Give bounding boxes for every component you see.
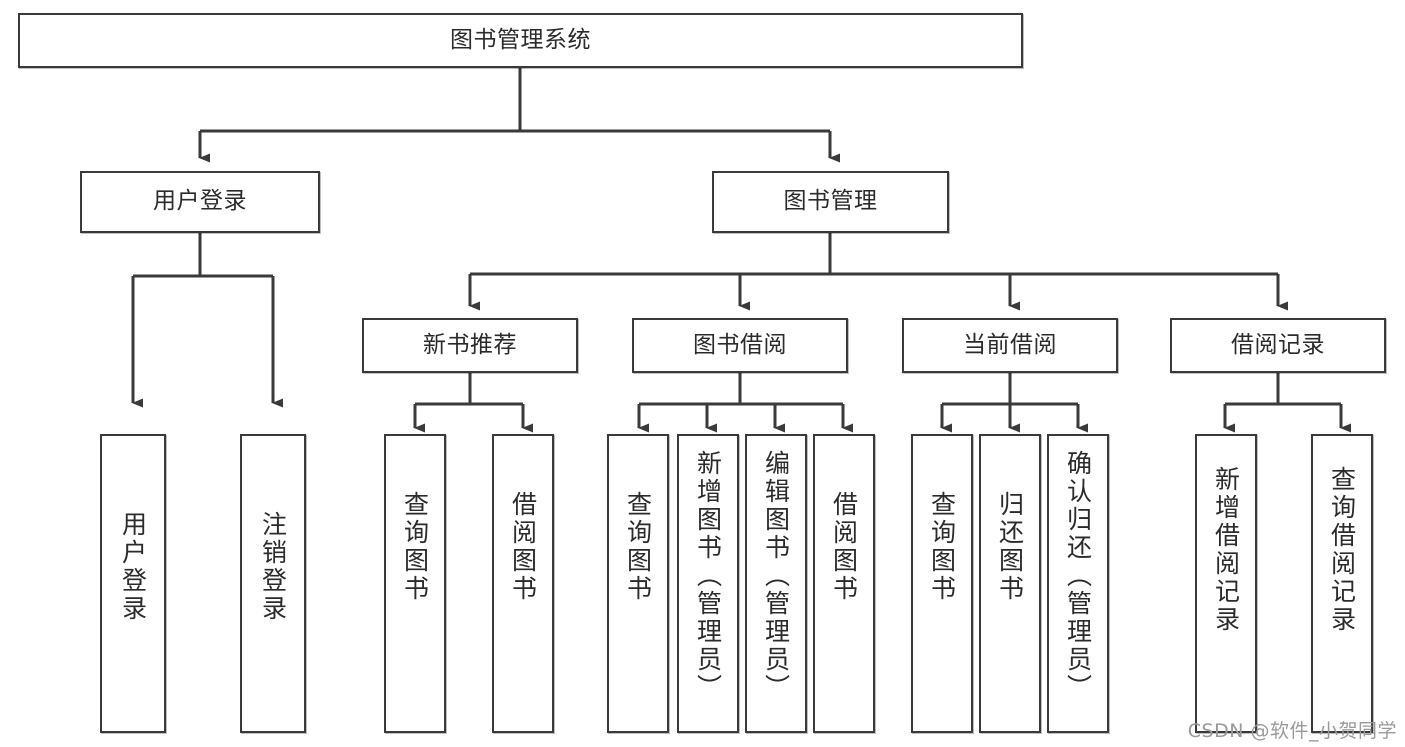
node-label: 图书管理 <box>783 188 878 215</box>
node-label: 借阅记录 <box>1231 331 1325 358</box>
node-label: 用户登录 <box>153 188 247 215</box>
leaf-user-login-login[interactable]: 用户登录 <box>100 434 166 733</box>
node-label: 查询借阅记录 <box>1327 466 1357 634</box>
node-book-management[interactable]: 图书管理 <box>712 171 949 233</box>
node-user-login[interactable]: 用户登录 <box>80 171 320 233</box>
node-label: 借阅图书 <box>829 491 859 603</box>
node-label: 新增借阅记录 <box>1211 466 1241 634</box>
node-label: 用户登录 <box>118 511 148 623</box>
leaf-book-borrow-borrow[interactable]: 借阅图书 <box>813 434 875 733</box>
node-label: 确认归还（管理员） <box>1063 450 1093 702</box>
node-label: 编辑图书（管理员） <box>761 450 791 702</box>
leaf-current-borrow-confirm[interactable]: 确认归还（管理员） <box>1047 434 1109 733</box>
node-root-system[interactable]: 图书管理系统 <box>18 13 1023 68</box>
node-label: 查询图书 <box>623 491 653 603</box>
leaf-new-book-borrow[interactable]: 借阅图书 <box>492 434 554 733</box>
node-current-borrow[interactable]: 当前借阅 <box>902 318 1118 373</box>
csdn-watermark: CSDN @软件_小贺同学 <box>1187 720 1397 742</box>
leaf-borrow-record-add[interactable]: 新增借阅记录 <box>1195 434 1257 733</box>
node-label: 图书借阅 <box>693 331 787 358</box>
node-label: 查询图书 <box>400 491 430 603</box>
node-label: 新书推荐 <box>423 331 517 358</box>
leaf-book-borrow-query[interactable]: 查询图书 <box>607 434 669 733</box>
node-label: 借阅图书 <box>508 491 538 603</box>
node-label: 当前借阅 <box>963 331 1057 358</box>
node-new-book-recommend[interactable]: 新书推荐 <box>362 318 578 373</box>
leaf-book-borrow-edit[interactable]: 编辑图书（管理员） <box>745 434 807 733</box>
node-label: 注销登录 <box>258 511 288 623</box>
leaf-current-borrow-return[interactable]: 归还图书 <box>979 434 1041 733</box>
node-book-borrow[interactable]: 图书借阅 <box>632 318 848 373</box>
node-borrow-record[interactable]: 借阅记录 <box>1170 318 1386 373</box>
node-label: 图书管理系统 <box>450 26 591 53</box>
leaf-current-borrow-query[interactable]: 查询图书 <box>911 434 973 733</box>
node-label: 归还图书 <box>995 491 1025 603</box>
leaf-borrow-record-query[interactable]: 查询借阅记录 <box>1311 434 1373 733</box>
leaf-new-book-query[interactable]: 查询图书 <box>384 434 446 733</box>
node-label: 新增图书（管理员） <box>693 450 723 702</box>
leaf-book-borrow-add[interactable]: 新增图书（管理员） <box>677 434 739 733</box>
leaf-user-login-logout[interactable]: 注销登录 <box>240 434 306 733</box>
node-label: 查询图书 <box>927 491 957 603</box>
